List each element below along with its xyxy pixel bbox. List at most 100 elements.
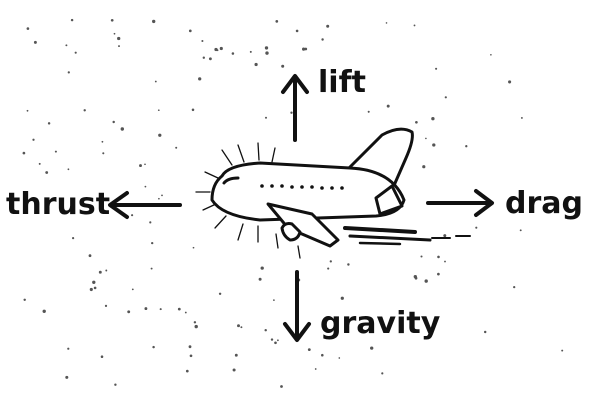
speckle	[159, 308, 162, 311]
speckle	[92, 280, 96, 284]
speckle	[131, 214, 134, 217]
speckle	[150, 267, 153, 270]
speckle	[93, 286, 97, 290]
speckle	[42, 309, 46, 313]
speckle	[327, 267, 330, 270]
speckle	[201, 39, 204, 43]
speckle	[326, 24, 330, 28]
speckle	[22, 151, 26, 155]
speckle	[101, 140, 104, 143]
speckle	[185, 369, 189, 373]
speckle	[437, 255, 440, 259]
drag-label: drag	[505, 186, 583, 221]
speckle	[237, 324, 240, 328]
speckle	[158, 197, 160, 200]
speckle	[208, 57, 212, 61]
speckle	[177, 307, 181, 311]
speckle	[218, 292, 222, 296]
speckle	[465, 145, 468, 148]
speckle	[443, 234, 447, 238]
speckle	[65, 44, 68, 47]
speckle	[270, 338, 274, 341]
speckle	[513, 285, 516, 289]
speckle	[314, 368, 317, 370]
speckle	[32, 138, 35, 141]
speckle	[490, 53, 492, 56]
speckle	[65, 375, 69, 379]
speckle	[437, 272, 440, 276]
speckle	[188, 345, 192, 349]
speckle	[508, 80, 512, 84]
speckle	[277, 339, 279, 342]
speckle	[304, 47, 308, 51]
speckle	[139, 164, 142, 168]
speckle	[483, 330, 487, 334]
speckle	[161, 194, 163, 197]
speckle	[231, 52, 235, 55]
speckle	[154, 80, 157, 83]
speckle	[23, 298, 26, 302]
speckle	[149, 221, 152, 224]
airplane-icon	[210, 127, 414, 248]
speckle	[38, 162, 41, 165]
speckle	[157, 109, 160, 112]
speckle	[202, 56, 205, 59]
speckle	[193, 321, 197, 324]
arrow-down-icon	[283, 270, 311, 342]
speckle	[264, 116, 268, 119]
speckle	[281, 64, 285, 68]
speckle	[192, 246, 195, 249]
speckle	[329, 260, 332, 263]
speckle	[444, 260, 446, 263]
speckle	[144, 163, 146, 166]
speckle	[386, 104, 390, 108]
speckle	[425, 137, 427, 140]
speckle	[104, 304, 108, 308]
speckle	[88, 254, 92, 258]
speckle	[413, 274, 417, 279]
speckle	[424, 279, 428, 283]
speckle	[415, 120, 418, 124]
speckle	[413, 24, 416, 27]
speckle	[33, 40, 37, 44]
speckle	[264, 46, 269, 50]
speckle	[219, 46, 223, 51]
speckle	[113, 32, 116, 35]
speckle	[340, 296, 344, 300]
speckle	[254, 62, 258, 67]
speckle	[216, 49, 219, 52]
arrow-up-icon	[281, 74, 309, 142]
speckle	[435, 67, 438, 70]
speckle	[105, 269, 108, 272]
speckle	[273, 299, 275, 301]
speckle	[74, 51, 77, 54]
speckle	[67, 347, 70, 350]
speckle	[432, 143, 436, 147]
speckle	[144, 307, 148, 311]
speckle	[26, 109, 29, 112]
speckle	[444, 96, 447, 99]
speckle	[98, 270, 102, 274]
speckle	[47, 122, 51, 125]
arrow-right-icon	[426, 189, 494, 217]
speckle	[72, 237, 75, 240]
speckle	[385, 22, 388, 24]
arrow-left-icon	[108, 191, 182, 219]
speckle	[188, 29, 192, 33]
speckle	[520, 116, 523, 119]
speckle	[475, 226, 478, 229]
speckle	[189, 354, 193, 358]
speckle	[274, 341, 277, 345]
speckle	[367, 110, 370, 113]
speckle	[191, 108, 195, 112]
speckle	[127, 310, 131, 314]
speckle	[265, 51, 269, 55]
speckle	[321, 353, 324, 357]
speckle	[83, 109, 86, 112]
gravity-label: gravity	[320, 306, 441, 341]
speckle	[194, 324, 198, 329]
speckle	[54, 150, 57, 153]
speckle	[102, 152, 105, 155]
speckle	[420, 255, 423, 258]
